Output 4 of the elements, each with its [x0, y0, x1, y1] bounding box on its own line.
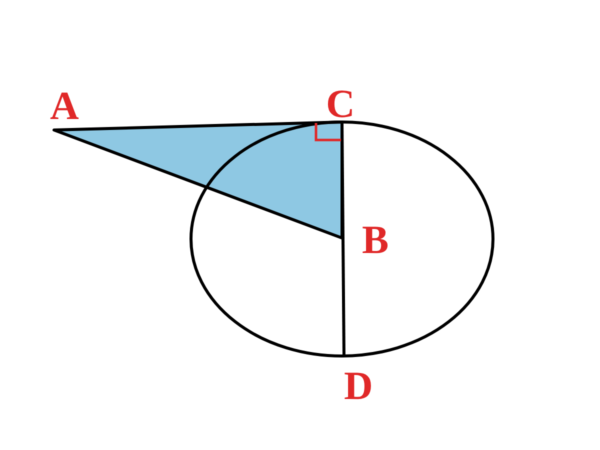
- point-label: A: [50, 86, 79, 126]
- point-label: C: [326, 84, 355, 124]
- point-label: D: [344, 366, 373, 406]
- point-label: B: [362, 220, 389, 260]
